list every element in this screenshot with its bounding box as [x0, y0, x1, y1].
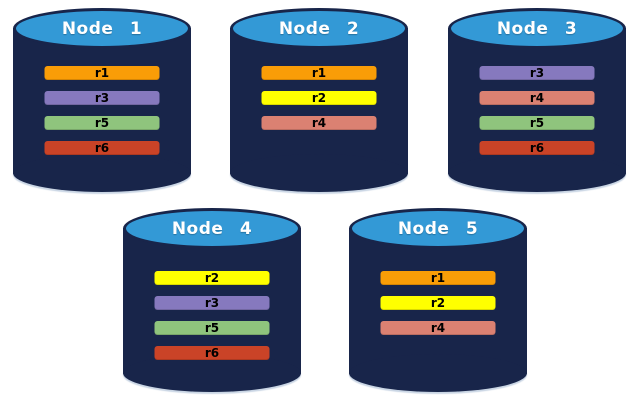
replica-bar-r3: r3 [44, 91, 160, 105]
replica-bar-r1: r1 [261, 66, 377, 80]
node-cylinder-1: Node 1 r1 r3 r5 r6 [13, 8, 191, 192]
replica-bar-r6: r6 [44, 141, 160, 155]
replica-bar-r4: r4 [261, 116, 377, 130]
replica-bar-r5: r5 [479, 116, 595, 130]
node-title: Node 1 [61, 18, 143, 39]
node-cylinder-4: Node 4 r2 r3 r5 r6 [123, 208, 301, 392]
replica-bar-r4: r4 [479, 91, 595, 105]
replica-bar-r6: r6 [154, 346, 270, 360]
replica-bar-r2: r2 [380, 296, 496, 310]
replica-list: r2 r3 r5 r6 [154, 271, 270, 360]
replica-list: r1 r3 r5 r6 [44, 66, 160, 155]
cylinder-bottom-ellipse [349, 354, 527, 392]
cylinder-top-ellipse: Node 4 [123, 208, 301, 249]
cylinder-bottom-ellipse [448, 154, 626, 192]
replica-list: r3 r4 r5 r6 [479, 66, 595, 155]
node-title: Node 5 [397, 218, 479, 239]
replica-bar-r4: r4 [380, 321, 496, 335]
cylinder-top-ellipse: Node 3 [448, 8, 626, 49]
replica-list: r1 r2 r4 [380, 271, 496, 335]
node-cylinder-2: Node 2 r1 r2 r4 [230, 8, 408, 192]
replica-bar-r5: r5 [154, 321, 270, 335]
node-title: Node 2 [278, 18, 360, 39]
replica-bar-r2: r2 [154, 271, 270, 285]
replica-bar-r2: r2 [261, 91, 377, 105]
node-cylinder-3: Node 3 r3 r4 r5 r6 [448, 8, 626, 192]
node-title: Node 4 [171, 218, 253, 239]
node-title: Node 3 [496, 18, 578, 39]
cylinder-bottom-ellipse [123, 354, 301, 392]
replica-bar-r1: r1 [380, 271, 496, 285]
replica-list: r1 r2 r4 [261, 66, 377, 130]
cylinder-top-ellipse: Node 5 [349, 208, 527, 249]
node-cylinder-5: Node 5 r1 r2 r4 [349, 208, 527, 392]
cylinder-bottom-ellipse [230, 154, 408, 192]
replica-bar-r5: r5 [44, 116, 160, 130]
cylinder-top-ellipse: Node 2 [230, 8, 408, 49]
cylinder-top-ellipse: Node 1 [13, 8, 191, 49]
replica-bar-r6: r6 [479, 141, 595, 155]
replica-bar-r1: r1 [44, 66, 160, 80]
replica-bar-r3: r3 [479, 66, 595, 80]
replica-bar-r3: r3 [154, 296, 270, 310]
cylinder-bottom-ellipse [13, 154, 191, 192]
